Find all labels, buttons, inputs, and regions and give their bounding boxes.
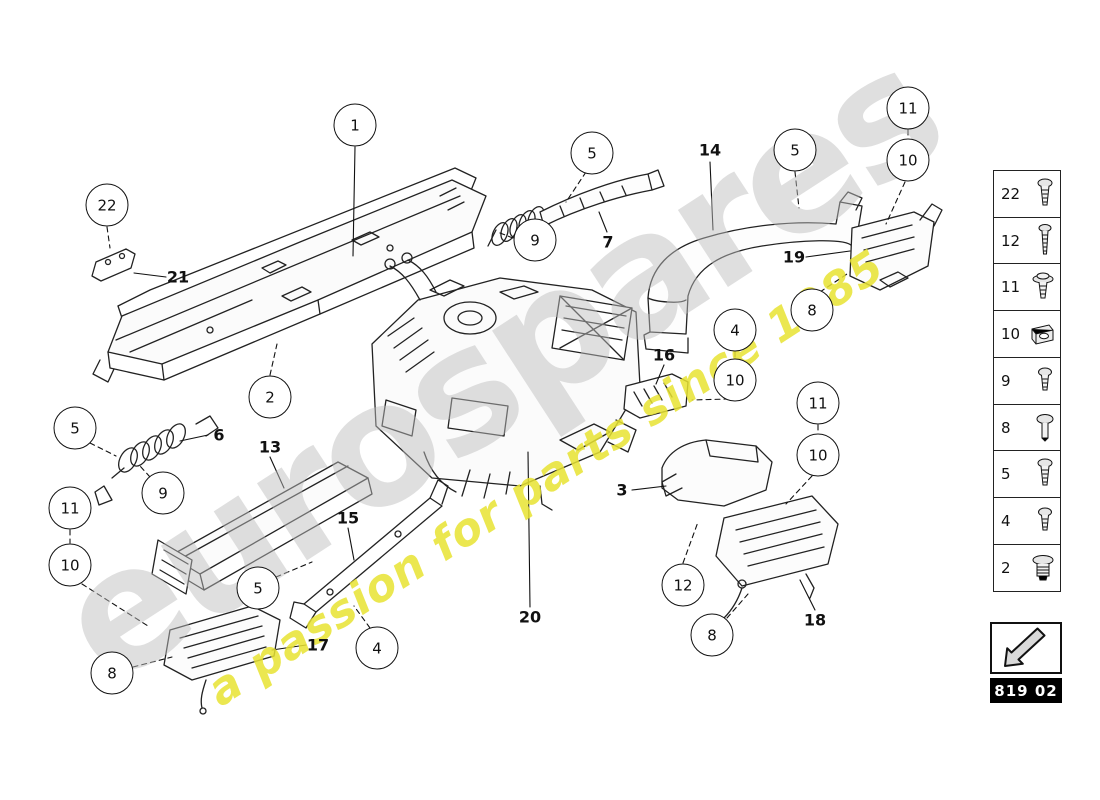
part-1-crossmember [92, 167, 487, 383]
back-arrow-icon [1004, 627, 1046, 667]
screw-long-icon [1035, 223, 1055, 258]
legend-number: 10 [1001, 325, 1021, 344]
part-15-rail [289, 479, 449, 629]
part-14-duct [643, 191, 863, 354]
legend-number: 12 [1001, 231, 1021, 250]
leader-lines-solid [133, 146, 851, 651]
part-17-vent [163, 605, 281, 715]
legend-row-10[interactable]: 10 [993, 310, 1061, 359]
rivet-icon [1035, 413, 1055, 443]
legend-row-8[interactable]: 8 [993, 403, 1061, 452]
screw-short-icon [1035, 367, 1055, 395]
legend-row-22[interactable]: 22 [993, 170, 1061, 218]
clip-nut-icon [1029, 322, 1055, 346]
diagram-code-badge: 819 02 [990, 678, 1062, 703]
part-3-duct [661, 439, 773, 507]
fastener-legend: 22 12 11 10 9 8 5 4 2 [993, 170, 1061, 592]
legend-number: 2 [1001, 558, 1011, 577]
part-19-vent [849, 203, 943, 291]
part-21-bracket [91, 248, 136, 282]
part-6-hose [94, 415, 219, 506]
screw-icon [1035, 458, 1055, 490]
part-16-connector [623, 373, 689, 419]
legend-row-9[interactable]: 9 [993, 356, 1061, 405]
screw-icon [1035, 178, 1055, 210]
legend-number: 11 [1001, 278, 1021, 297]
legend-number: 8 [1001, 418, 1011, 437]
legend-row-12[interactable]: 12 [993, 216, 1061, 265]
legend-row-2[interactable]: 2 [993, 543, 1061, 592]
legend-row-5[interactable]: 5 [993, 450, 1061, 499]
legend-number: 5 [1001, 465, 1011, 484]
legend-number: 22 [1001, 185, 1021, 203]
nav-arrow-box[interactable] [990, 622, 1062, 674]
legend-number: 4 [1001, 511, 1011, 530]
part-13-duct [151, 461, 373, 595]
legend-row-4[interactable]: 4 [993, 496, 1061, 545]
screw-washer-icon [1031, 271, 1055, 303]
leader-lines-dashed [69, 129, 909, 668]
legend-number: 9 [1001, 371, 1011, 390]
legend-row-11[interactable]: 11 [993, 263, 1061, 312]
hvac-unit [371, 252, 641, 511]
screw-short-icon [1035, 507, 1055, 535]
grommet-icon [1031, 554, 1055, 582]
part-18-vent [715, 495, 839, 619]
part-7-9-hose-duct [487, 169, 665, 247]
